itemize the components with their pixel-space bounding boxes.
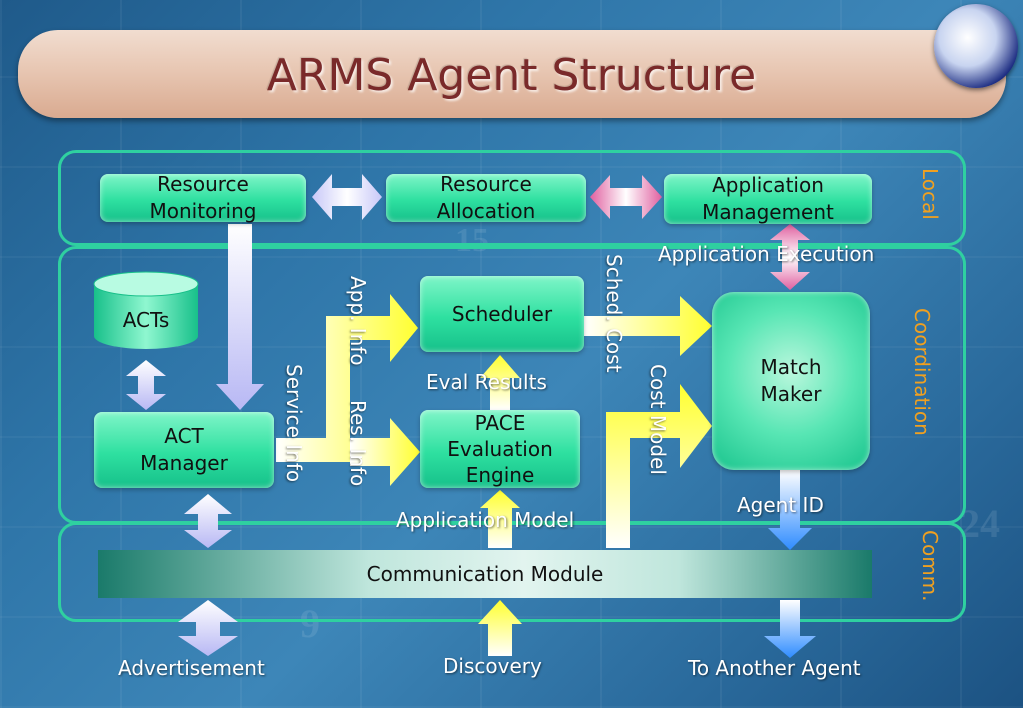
acts-label: ACTs [122, 308, 170, 332]
box-label: Manager [140, 451, 228, 475]
box-label: Application [712, 173, 824, 197]
acts-database-icon [93, 271, 199, 349]
app-info-label: App. Info [346, 276, 370, 366]
arrow-application-model [480, 490, 520, 548]
title-bar [18, 30, 1006, 118]
box-label: Resource [440, 172, 532, 196]
box-label: Communication Module [366, 562, 604, 586]
arrow-res-info-to-pace [350, 418, 420, 486]
arrow-eval-results [480, 355, 520, 410]
box-label: ACT [164, 424, 204, 448]
advertisement-label: Advertisement [118, 656, 265, 680]
box-label: PACE [474, 411, 526, 435]
box-label: Resource [157, 172, 249, 196]
box-label: Engine [465, 463, 535, 487]
scheduler-box: Scheduler [420, 276, 584, 352]
background-decoration: 24 [960, 501, 1000, 546]
box-label: Management [702, 200, 834, 224]
box-label: Monitoring [149, 199, 257, 223]
arrow-allocation-to-appmgmt [590, 175, 662, 219]
box-label: Scheduler [451, 301, 553, 326]
cost-model-label: Cost Model [646, 364, 670, 475]
page-title: ARMS Agent Structure [266, 50, 757, 101]
arrow-act-manager-comm [184, 494, 232, 548]
layer-label-comm: Comm. [918, 530, 942, 602]
arrow-acts-act-manager [126, 360, 166, 410]
box-label: Evaluation [447, 437, 553, 461]
yin-yang-logo-icon [934, 4, 1018, 88]
arrow-agent-id [768, 470, 812, 550]
discovery-label: Discovery [443, 654, 542, 678]
layer-label-coordination: Coordination [910, 308, 934, 436]
box-label: Maker [760, 382, 822, 406]
agent-id-label: Agent ID [737, 493, 824, 517]
background-decoration: 15 [455, 222, 489, 259]
sched-cost-label: Sched. Cost [602, 254, 626, 373]
arrow-discovery [478, 600, 522, 656]
arrow-app-info-to-scheduler [276, 294, 418, 462]
act-manager-box: ACT Manager [94, 412, 274, 488]
box-label: Match [760, 355, 822, 379]
arrow-application-execution [770, 224, 810, 290]
arrow-to-another-agent [764, 600, 816, 658]
service-info-label: Service Info [282, 364, 306, 483]
to-another-agent-label: To Another Agent [688, 656, 861, 680]
arrow-sched-cost [584, 296, 712, 356]
communication-module-box: Communication Module [98, 550, 872, 598]
arrow-monitoring-to-act-manager [216, 224, 264, 410]
box-label: Allocation [436, 199, 536, 223]
arrow-monitoring-to-allocation [312, 174, 382, 220]
res-info-label: Res. Info [346, 400, 370, 487]
local-layer-frame [58, 150, 966, 246]
background-decoration: 9 [300, 601, 320, 646]
arrow-cost-model [606, 384, 712, 548]
arrow-advertisement [178, 600, 238, 656]
eval-results-label: Eval Results [426, 370, 547, 394]
application-model-label: Application Model [396, 508, 575, 532]
layer-label-local: Local [918, 168, 942, 220]
application-execution-label: Application Execution [658, 242, 875, 266]
